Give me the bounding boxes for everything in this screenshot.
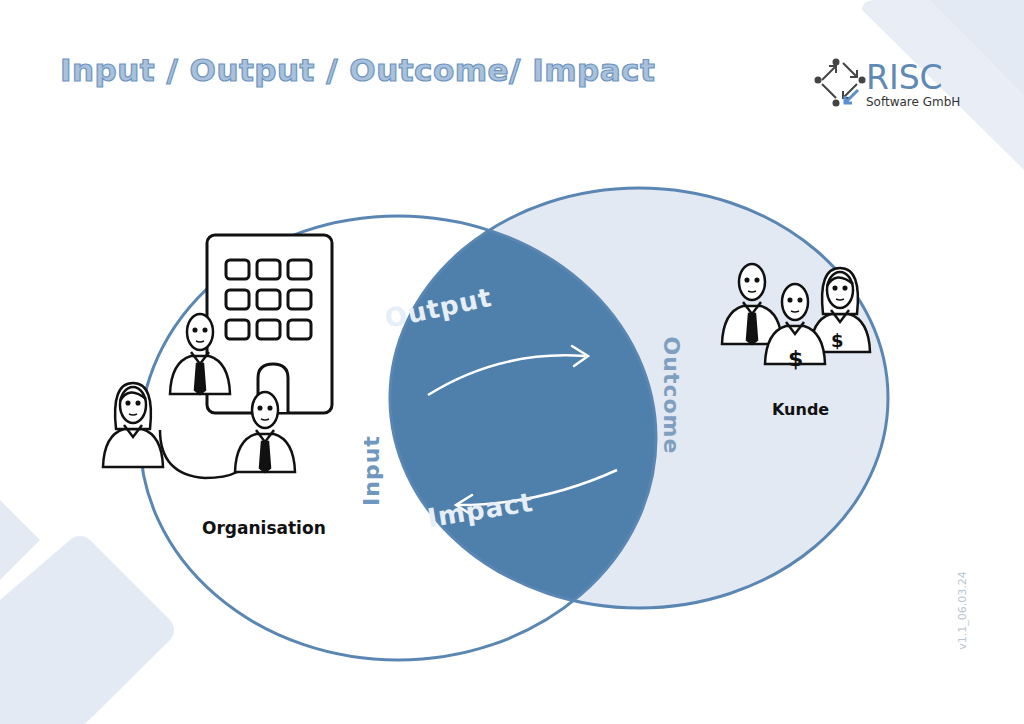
person-collar [191, 352, 209, 364]
person-eye [204, 329, 207, 332]
person-mouth [836, 299, 844, 300]
person-mouth [748, 291, 756, 292]
window [288, 290, 311, 309]
person-tie [747, 314, 757, 344]
page-title: Input / Output / Outcome/ Impact [60, 52, 655, 88]
person-eye [789, 299, 792, 302]
corner-shape [862, 0, 1024, 170]
logo-text: RISC [866, 58, 943, 97]
venn-circle: Kunde [390, 188, 888, 608]
person-head [120, 387, 146, 423]
person-hair [822, 268, 858, 314]
input-label: Input [359, 435, 384, 506]
person-figure [170, 314, 230, 394]
overlap-fill [140, 216, 656, 660]
person-fringe [120, 392, 146, 401]
circle-line [140, 216, 656, 660]
window [288, 320, 311, 339]
person-eye [269, 407, 272, 410]
person-body [103, 429, 163, 467]
person-tie [260, 442, 270, 472]
dollar-sign: $ [788, 346, 804, 371]
person-collar [786, 322, 804, 334]
person-eye [746, 279, 749, 282]
person-collar [124, 425, 142, 437]
logo-subtext: Software GmbH [866, 95, 960, 109]
person-head [739, 264, 765, 300]
organisation-fill [140, 216, 656, 660]
person-head [827, 272, 853, 308]
person-head [252, 392, 278, 428]
person-eye [844, 287, 847, 290]
person-figure [722, 264, 782, 344]
corner-shape [0, 536, 174, 724]
circle-outline [390, 188, 888, 608]
circle-line [390, 188, 888, 608]
window [257, 290, 280, 309]
person-mouth [196, 341, 204, 342]
person-eye [834, 287, 837, 290]
person-eye [259, 407, 262, 410]
window [226, 320, 249, 339]
window [257, 320, 280, 339]
circle-label: Kunde [772, 400, 829, 419]
person-head [782, 284, 808, 320]
logo-icon [816, 60, 865, 106]
person-mouth [129, 414, 137, 415]
person-mouth [261, 419, 269, 420]
window [288, 260, 311, 279]
circle-label: Organisation [202, 518, 326, 538]
version-note: v1.1_06.03.24 [956, 571, 969, 650]
person-eye [127, 402, 130, 405]
person-collar [743, 302, 761, 314]
person-collar [831, 310, 849, 322]
person-hair [115, 383, 151, 429]
person-figure [103, 383, 163, 467]
person-eye [799, 299, 802, 302]
window [226, 290, 249, 309]
window [257, 260, 280, 279]
person-body [170, 356, 230, 394]
dollar-sign: $ [831, 330, 845, 351]
outcome-label: Outcome [659, 336, 684, 454]
person-eye [137, 402, 140, 405]
corner-shape [0, 500, 40, 580]
window [226, 260, 249, 279]
person-eye [756, 279, 759, 282]
output-arrow [428, 355, 585, 395]
person-figure [235, 392, 295, 472]
person-eye [194, 329, 197, 332]
person-head [187, 314, 213, 350]
person-mouth [791, 311, 799, 312]
arrow-head [572, 346, 588, 366]
person-fringe [827, 277, 853, 286]
person-collar [256, 430, 274, 442]
person-body [235, 434, 295, 472]
person-tie [195, 364, 205, 394]
